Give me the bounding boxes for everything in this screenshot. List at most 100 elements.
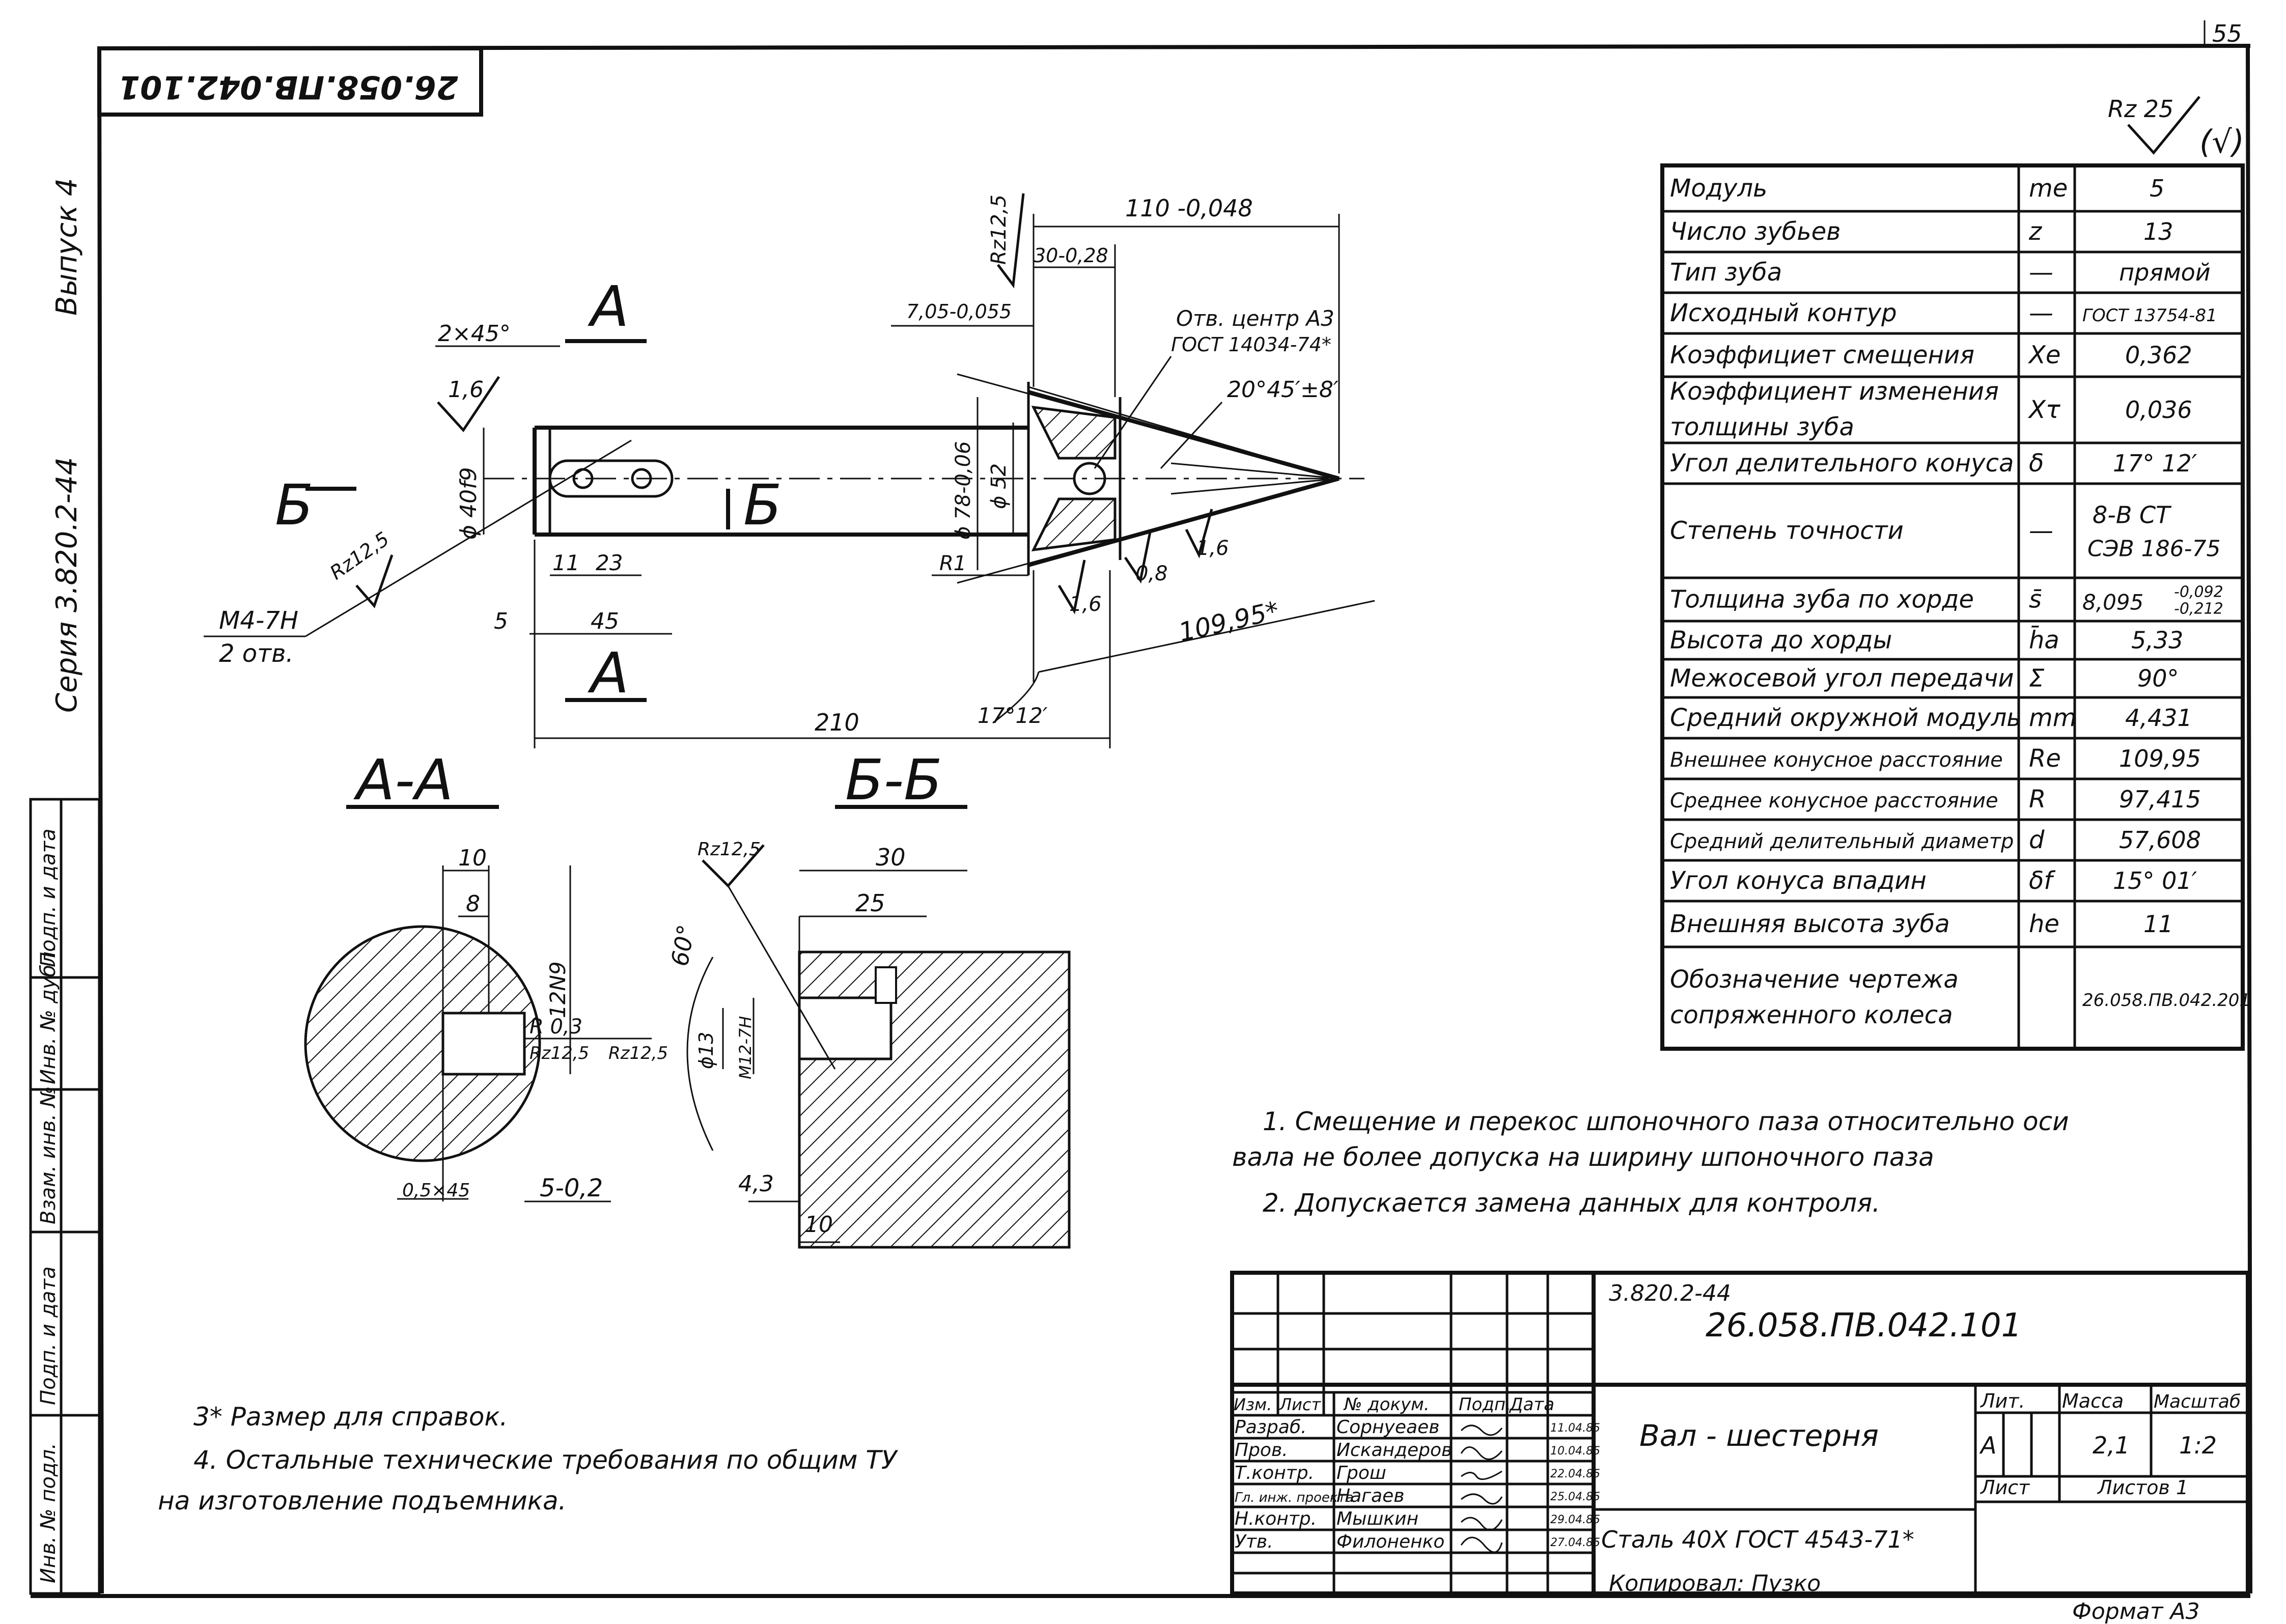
footer-copied: Копировал: Пузко — [1609, 1571, 1821, 1597]
dim-b25: 25 — [855, 889, 885, 917]
section-b-right: Б — [743, 472, 782, 538]
param-name: Коэффициет смещения — [1670, 341, 1974, 370]
roughness-check-icon: (√) — [2199, 123, 2244, 160]
tb-series: 3.820.2-44 — [1609, 1280, 1731, 1306]
param-name-2: толщины зуба — [1670, 413, 1854, 441]
tb-h-data: Дата — [1509, 1394, 1554, 1415]
center-hole-label: Отв. центр А3 — [1176, 306, 1334, 331]
param-symbol: — — [2029, 517, 2053, 545]
param-value: 11 — [2143, 910, 2173, 938]
param-value: 57,608 — [2119, 826, 2201, 854]
side-box-3: Взам. инв. № — [37, 1086, 60, 1224]
param-name: Внешнее конусное расстояние — [1670, 748, 2003, 772]
note-4b: на изготовление подъемника. — [158, 1486, 567, 1516]
shaft-main-view: 210 110 -0,048 30-0,28 7,05-0,055 Rz12,5… — [204, 193, 1375, 748]
param-symbol: R — [2029, 785, 2046, 814]
param-symbol: Xe — [2027, 341, 2060, 370]
tb-s3-name: Грош — [1336, 1463, 1386, 1483]
section-a-bottom: А — [588, 640, 629, 706]
side-strip: Выпуск 4 Серия 3.820.2-44 Подп. и дата И… — [29, 178, 101, 1595]
dim-b30: 30 — [876, 844, 906, 871]
dim-s5: 5-0,2 — [540, 1174, 603, 1202]
signature-marks — [1460, 1424, 1503, 1553]
general-roughness: Rz 25 (√) — [2108, 95, 2244, 160]
tb-name: Вал - шестерня — [1639, 1418, 1879, 1453]
side-box-1: Подп. и дата — [37, 829, 60, 967]
dim-5: 5 — [494, 608, 508, 634]
dim-dia40: ϕ 40f9 — [456, 467, 482, 540]
param-name: Степень точности — [1670, 517, 1904, 545]
angle-2045: 20°45′±8′ — [1227, 377, 1339, 403]
stamp-code: 26.058.ПВ.042.101 — [118, 69, 458, 106]
param-name: Угол конуса впадин — [1670, 866, 1927, 895]
tb-material: Сталь 40Х ГОСТ 4543-71* — [1601, 1526, 1914, 1553]
side-box-2: Инв. № дубл. — [37, 945, 60, 1084]
param-symbol: he — [2029, 910, 2059, 938]
note-1b: вала не более допуска на ширину шпоночно… — [1232, 1142, 1934, 1172]
param-value: 0,036 — [2125, 396, 2192, 424]
dim-b10: 10 — [804, 1212, 833, 1238]
dim-23: 23 — [596, 550, 623, 575]
tb-h-izm: Изм. — [1234, 1395, 1272, 1414]
footer-format: Формат А3 — [2072, 1599, 2200, 1624]
param-value: 15° 01′ — [2113, 867, 2197, 894]
dim-30: 30-0,28 — [1034, 244, 1108, 267]
tb-lit-label: Лит. — [1980, 1390, 2025, 1412]
roughness-label: Rz 25 — [2108, 95, 2173, 123]
param-symbol: Re — [2029, 744, 2061, 773]
tb-s6-role: Утв. — [1235, 1531, 1273, 1552]
section-bb: Б-Б 30 25 Rz12,5 60° ϕ13 М12-7Н 4,3 10 — [666, 747, 1071, 1249]
param-value: 109,95 — [2119, 745, 2201, 772]
param-tol-up: -0,092 — [2174, 583, 2223, 601]
param-name-2: сопряженного колеса — [1670, 1001, 1953, 1029]
dim-r03: R 0,3 — [529, 1015, 582, 1039]
param-symbol: s̄ — [2029, 585, 2042, 614]
note-4a: 4. Остальные технические требования по о… — [193, 1445, 899, 1475]
param-value: ГОСТ 13754-81 — [2082, 305, 2217, 326]
section-a-top: А — [588, 274, 629, 339]
view-aa-title: А-А — [353, 747, 453, 813]
dim-s10: 10 — [458, 845, 487, 871]
dim-b13: ϕ13 — [695, 1032, 717, 1069]
param-value: 13 — [2143, 218, 2173, 245]
param-name: Средний окружной модуль — [1670, 704, 2021, 732]
tb-scale: 1:2 — [2179, 1432, 2217, 1459]
param-symbol: z — [2028, 217, 2043, 246]
dim-11: 11 — [552, 550, 579, 575]
param-symbol: Σ — [2029, 664, 2045, 693]
tb-s6-name: Филоненко — [1336, 1531, 1444, 1552]
title-block: 3.820.2-44 26.058.ПВ.042.101 Вал - шесте… — [1230, 1271, 2250, 1595]
tb-s3-role: Т.контр. — [1235, 1463, 1314, 1483]
param-name: Модуль — [1670, 174, 1767, 203]
tb-mass: 2,1 — [2093, 1432, 2130, 1459]
angle-b60: 60° — [666, 922, 700, 968]
dim-dia78: ϕ 78-0,06 — [952, 441, 975, 540]
param-value: 90° — [2137, 665, 2179, 692]
tb-scale-label: Масштаб — [2154, 1391, 2241, 1412]
param-value: 5 — [2150, 175, 2164, 202]
dim-110: 110 -0,048 — [1125, 194, 1253, 222]
dim-bm12: М12-7Н — [736, 1016, 755, 1079]
tb-code: 26.058.ПВ.042.101 — [1706, 1307, 2022, 1345]
tb-sheets-label: Листов 1 — [2097, 1476, 2188, 1499]
view-bb-title: Б-Б — [845, 747, 942, 813]
param-name: Число зубьев — [1670, 217, 1841, 246]
side-series: Серия 3.820.2-44 — [50, 457, 83, 713]
tb-s2-name: Искандеров — [1336, 1440, 1452, 1461]
dim-12n9: 12N9 — [545, 961, 570, 1018]
tb-s3-date: 22.04.85 — [1550, 1468, 1600, 1480]
tb-s1-name: Сорнуеаев — [1336, 1417, 1439, 1438]
param-value: 8,095 — [2082, 590, 2143, 615]
rough-16a: 1,6 — [448, 377, 484, 403]
tb-s4-date: 25.04.85 — [1550, 1491, 1600, 1503]
dim-b43: 4,3 — [738, 1171, 774, 1197]
tb-s2-date: 10.04.85 — [1550, 1445, 1600, 1458]
param-symbol: h̄a — [2029, 626, 2059, 655]
notes-right: 1. Смещение и перекос шпоночного паза от… — [1232, 1107, 2069, 1218]
tb-h-list: Лист — [1279, 1395, 1321, 1414]
tb-h-ndoc: № докум. — [1343, 1394, 1430, 1415]
param-name: Исходный контур — [1670, 299, 1897, 327]
param-name: Высота до хорды — [1670, 626, 1892, 655]
note-1a: 1. Смещение и перекос шпоночного паза от… — [1263, 1107, 2069, 1136]
rough-rz125-top: Rz12,5 — [987, 194, 1011, 265]
